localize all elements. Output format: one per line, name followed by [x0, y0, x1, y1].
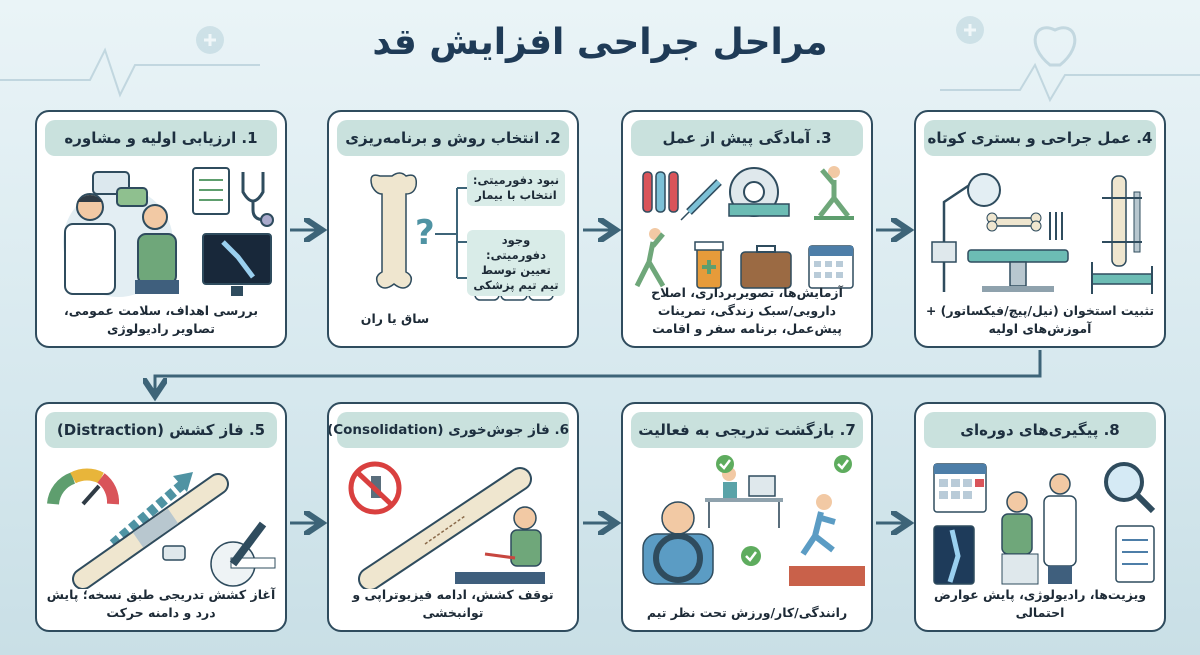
stretching-icon — [634, 228, 666, 288]
yoga-icon — [814, 166, 854, 220]
calendar-icon — [808, 245, 854, 289]
syringe-icon — [680, 179, 722, 221]
running-icon — [789, 494, 865, 586]
step-card-7: 7. بازگشت تدریجی به فعالیت رانندگی/کار/و… — [621, 402, 873, 632]
heart-decoration-icon — [940, 16, 1200, 103]
pill-bottle-icon — [694, 241, 724, 289]
driving-icon — [642, 501, 714, 585]
arrow-4-5 — [155, 350, 1042, 396]
hospital-bed-icon — [1091, 262, 1153, 294]
operating-table-icon — [967, 249, 1069, 292]
step-card-4: 4. عمل جراحی و بستری کوتاه تثبیت استخوان… — [914, 110, 1166, 348]
activity-illustration — [642, 455, 865, 586]
bone-icon — [986, 212, 1042, 232]
monitor-icon — [931, 241, 957, 263]
step-title: 2. انتخاب روش و برنامه‌ریزی — [337, 120, 569, 156]
healing-bone-icon — [358, 467, 532, 589]
lengthening-arrow-icon — [109, 472, 193, 548]
speech-bubble-icon — [92, 171, 148, 207]
surgical-tools-icon — [1049, 212, 1063, 240]
distraction-illustration — [47, 468, 276, 589]
step-caption: تثبیت استخوان (نیل/پیچ/فیکساتور) + آموزش… — [925, 303, 1155, 336]
step-title: 7. بازگشت تدریجی به فعالیت — [631, 412, 863, 448]
xray-icon — [933, 525, 975, 585]
stethoscope-icon — [241, 172, 274, 227]
surgical-light-icon — [942, 173, 1001, 292]
bone-device-icon — [72, 473, 229, 589]
branch-no-deformity: نبود دفورمیتی: انتخاب با بیمار — [467, 170, 565, 206]
pain-gauge-icon — [47, 468, 120, 506]
consultation-illustration — [63, 167, 274, 297]
no-smoking-icon — [348, 461, 402, 515]
step-title: 3. آمادگی پیش از عمل — [631, 120, 863, 156]
step-card-5: 5. فاز کشش (Distraction) آغاز کشش تدریجی… — [35, 402, 287, 632]
branch-deformity: وجود دفورمیتی: تعیین توسط تیم تیم پزشکی — [467, 230, 565, 296]
preparation-illustration — [634, 166, 854, 289]
step-title: 4. عمل جراحی و بستری کوتاه — [924, 120, 1156, 156]
step-card-1: 1. ارزیابی اولیه و مشاوره بررسی اهداف، س… — [35, 110, 287, 348]
calendar-icon — [933, 463, 987, 513]
step-caption: آزمایش‌ها، تصویربرداری، اصلاح دارویی/سبک… — [651, 285, 843, 336]
step-card-6: 6. فاز جوش‌خوری (Consolidation) توقف کشش… — [327, 402, 579, 632]
fixator-bone-icon — [1102, 175, 1142, 267]
doctor-patient-icon — [63, 187, 179, 297]
goniometer-icon — [210, 521, 276, 587]
surgery-illustration — [931, 173, 1153, 294]
xray-monitor-icon — [202, 233, 272, 296]
page-title: مراحل جراحی افزایش قد — [372, 22, 828, 63]
suitcase-icon — [740, 245, 792, 289]
step-title: 5. فاز کشش (Distraction) — [45, 412, 277, 448]
step-card-3: 3. آمادگی پیش از عمل آزمایش‌ها، تصویربرد… — [621, 110, 873, 348]
step-caption: ویزیت‌ها، رادیولوژی، پایش عوارض احتمالی — [933, 587, 1147, 620]
physiotherapy-icon — [455, 506, 545, 584]
step-title: 1. ارزیابی اولیه و مشاوره — [45, 120, 277, 156]
step-card-8: 8. پیگیری‌های دوره‌ای ویزیت‌ها، رادیولوژ… — [914, 402, 1166, 632]
bone-label: ساق یا ران — [360, 311, 430, 326]
clipboard-icon — [1115, 525, 1155, 583]
clipboard-checklist-icon — [192, 167, 230, 215]
check-icon — [716, 455, 852, 566]
question-icon: ? — [415, 213, 435, 253]
mri-scanner-icon — [728, 167, 790, 217]
consolidation-illustration — [348, 461, 545, 589]
bone-icon — [370, 172, 418, 289]
step-caption: بررسی اهداف، سلامت عمومی، تصاویر رادیولو… — [63, 303, 259, 336]
heartbeat-decoration-icon — [0, 26, 260, 98]
step-caption: آغاز کشش تدریجی طبق نسخه؛ پایش درد و دام… — [46, 587, 276, 620]
step-title: 8. پیگیری‌های دوره‌ای — [924, 412, 1156, 448]
magnifier-icon — [1104, 462, 1156, 514]
step-title: 6. فاز جوش‌خوری (Consolidation) — [329, 412, 569, 448]
desk-work-icon — [705, 467, 783, 528]
step-caption: رانندگی/کار/ورزش تحت نظر تیم — [646, 605, 848, 620]
step-card-2: 2. انتخاب روش و برنامه‌ریزی ? نبود دفورم… — [327, 110, 579, 348]
test-tubes-icon — [642, 171, 679, 213]
followup-illustration — [933, 462, 1156, 585]
doctor-exam-icon — [1001, 473, 1077, 585]
step-caption: توقف کشش، ادامه فیزیوتراپی و توانبخشی — [352, 587, 554, 620]
